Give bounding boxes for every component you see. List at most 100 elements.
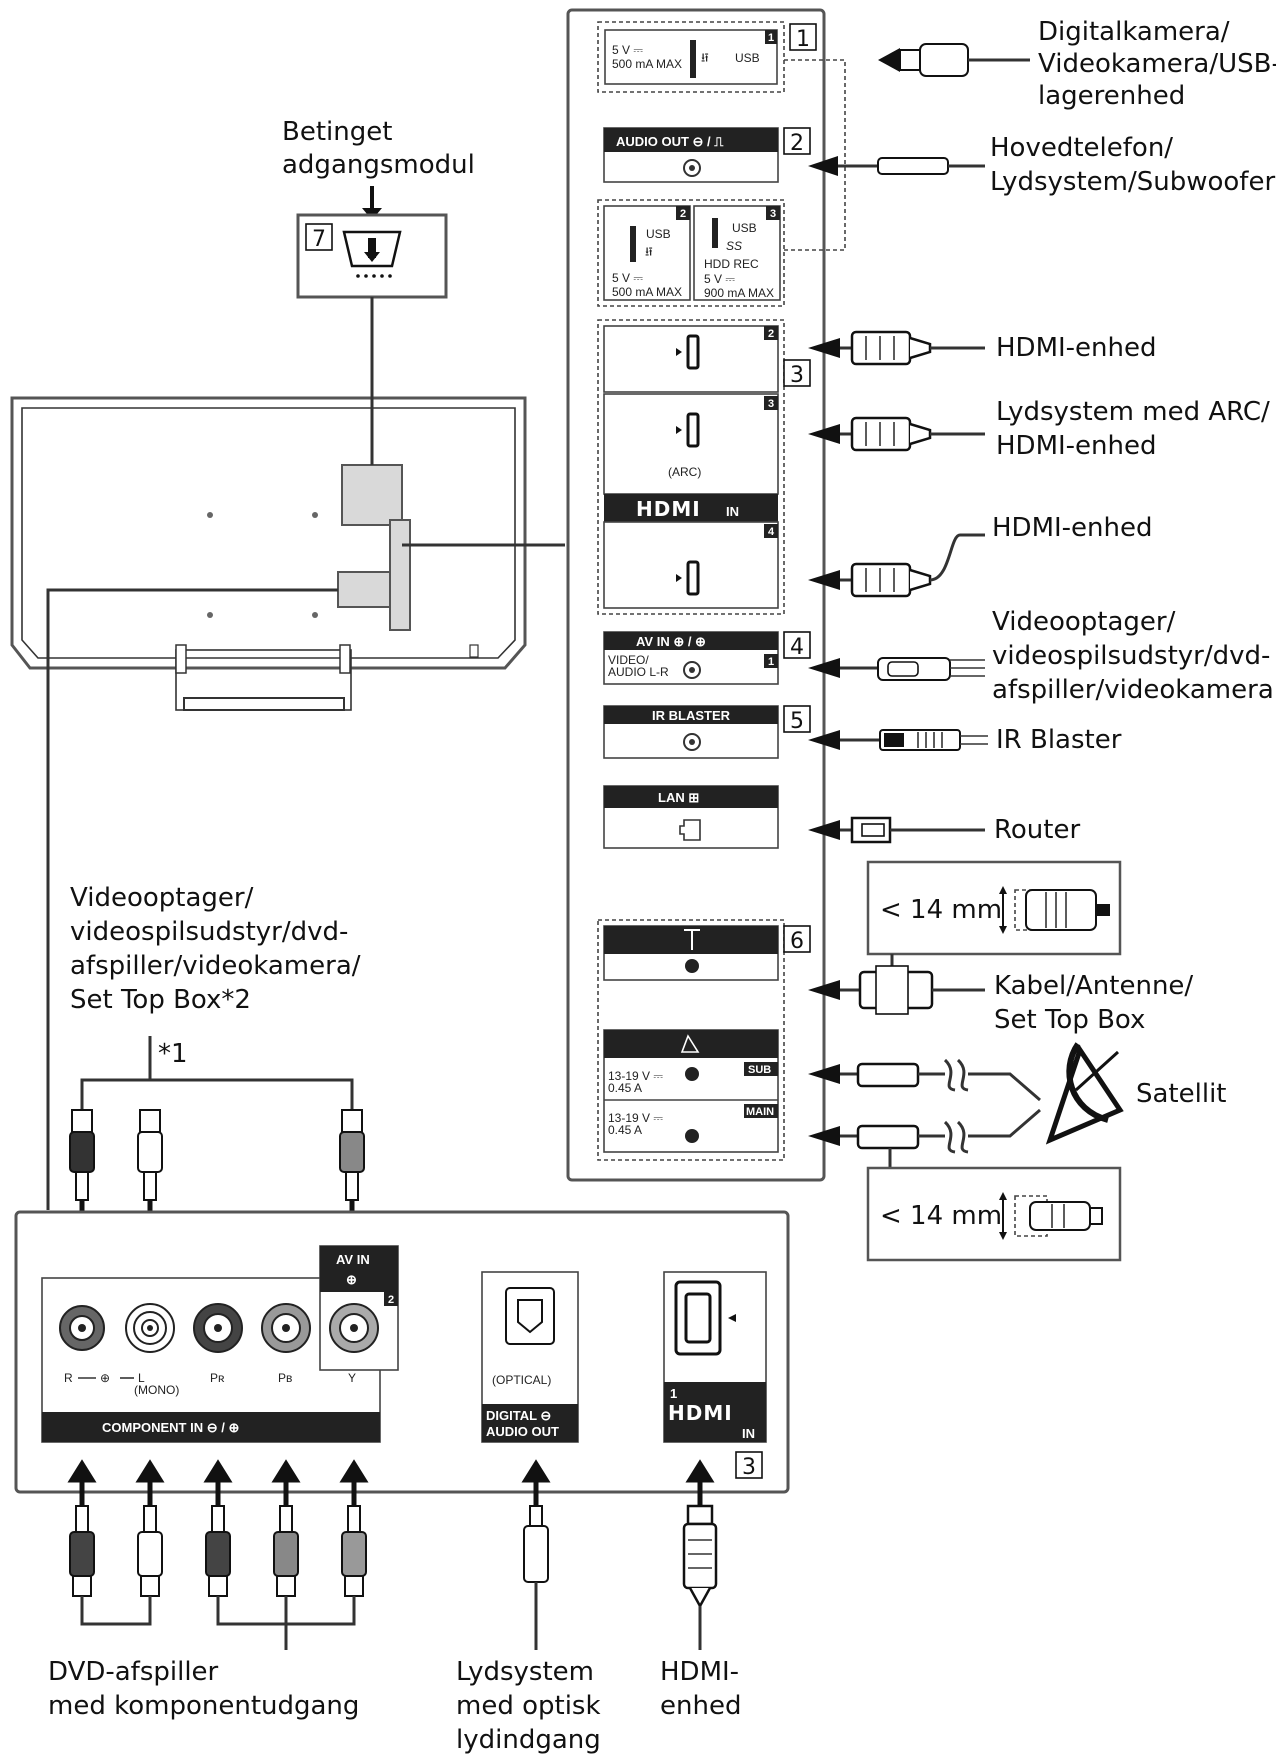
videooptager-right-label-3: afspiller/videokamera bbox=[992, 675, 1274, 705]
lan-port: LAN ⊞ bbox=[603, 785, 779, 849]
svg-text:(MONO): (MONO) bbox=[134, 1383, 179, 1397]
satellite-dish-icon bbox=[1045, 1042, 1124, 1145]
svg-text:4: 4 bbox=[768, 526, 775, 538]
hdmi-port-1: 1 HDMI IN bbox=[663, 1271, 767, 1443]
av-cable bbox=[808, 657, 985, 681]
betinget-label-2: adgangsmodul bbox=[282, 150, 475, 180]
ir-blaster-cable bbox=[808, 729, 988, 751]
lan-cable bbox=[808, 816, 985, 844]
svg-text:1: 1 bbox=[670, 1386, 677, 1401]
svg-text:1: 1 bbox=[768, 32, 774, 44]
callout-2: 2 bbox=[790, 131, 804, 156]
svg-text:IN: IN bbox=[742, 1426, 755, 1441]
hdmi-enhed-bottom-label-1: HDMI- bbox=[660, 1657, 739, 1687]
ci-module: Betinget adgangsmodul 7 bbox=[282, 117, 475, 465]
usb-icon: ⭿ bbox=[701, 51, 709, 65]
lydsystem-arc-label-2: HDMI-enhed bbox=[996, 431, 1157, 461]
hdmi-enhed-label-2: HDMI-enhed bbox=[996, 333, 1157, 363]
svg-text:SUB: SUB bbox=[748, 1064, 771, 1076]
audio-in-icon: ⊕ bbox=[100, 1371, 110, 1385]
hdmi-ports-side: 2 3 (ARC) HDMI IN 4 bbox=[597, 319, 785, 615]
svg-text:2: 2 bbox=[388, 1294, 394, 1306]
side-terminal-area bbox=[389, 519, 411, 631]
svg-text:HDMI: HDMI bbox=[668, 1401, 733, 1425]
callout-3b: 3 bbox=[742, 1455, 756, 1480]
hdmi-cable-3 bbox=[808, 416, 985, 452]
side-terminal-panel: 5 V ⎓ 500 mA MAX ⭿ USB 1 1 AUDIO OUT ⊖ /… bbox=[566, 8, 826, 1182]
svg-text:DIGITAL ⊖: DIGITAL ⊖ bbox=[486, 1408, 551, 1423]
svg-text:3: 3 bbox=[768, 398, 774, 410]
svg-text:COMPONENT IN ⊖ / ⊕: COMPONENT IN ⊖ / ⊕ bbox=[102, 1420, 239, 1435]
videooptager-left-label-1: Videooptager/ bbox=[70, 883, 254, 913]
svg-text:500 mA MAX: 500 mA MAX bbox=[612, 285, 682, 299]
bottom-terminal-panel: AV IN ⊕ 2 R ⊕ L (MONO) Pʀ Pʙ Y COMPONENT… bbox=[14, 1210, 790, 1494]
svg-text:5 V ⎓: 5 V ⎓ bbox=[704, 272, 735, 286]
svg-text:USB: USB bbox=[735, 51, 760, 65]
rca-jacks bbox=[59, 1303, 379, 1353]
hdmi-enhed-label-4: HDMI-enhed bbox=[992, 513, 1153, 543]
callout-7: 7 bbox=[312, 227, 326, 252]
dvd-afspiller-label-2: med komponentudgang bbox=[48, 1691, 359, 1721]
digitalkamera-label-2: Videokamera/USB- bbox=[1038, 49, 1276, 79]
videooptager-right-label-2: videospilsudstyr/dvd- bbox=[992, 641, 1270, 671]
hdmi-cable-4 bbox=[808, 533, 985, 598]
ir-blaster-port: IR BLASTER bbox=[603, 705, 779, 759]
hovedtelefon-label-2: Lydsystem/Subwoofer bbox=[990, 167, 1275, 197]
headphone-cable bbox=[808, 156, 985, 176]
ci-slot-area bbox=[341, 464, 403, 526]
svg-text:0.45 A: 0.45 A bbox=[608, 1123, 642, 1137]
svg-text:SS: SS bbox=[726, 239, 742, 253]
callout-4: 4 bbox=[790, 635, 804, 660]
svg-text:3: 3 bbox=[770, 208, 776, 220]
svg-text:900 mA MAX: 900 mA MAX bbox=[704, 286, 774, 300]
hdmi-cable-2 bbox=[808, 330, 985, 366]
svg-text:IR BLASTER: IR BLASTER bbox=[652, 708, 731, 723]
svg-text:0.45 A: 0.45 A bbox=[608, 1081, 642, 1095]
svg-text:IN: IN bbox=[726, 504, 739, 519]
svg-text:VIDEO/: VIDEO/ bbox=[608, 653, 649, 667]
svg-text:R: R bbox=[64, 1371, 73, 1385]
coax-size-detail-bottom: < 14 mm bbox=[866, 1166, 1122, 1262]
svg-text:5 V ⎓: 5 V ⎓ bbox=[612, 43, 643, 57]
digitalkamera-label-3: lagerenhed bbox=[1038, 81, 1185, 111]
callout-6: 6 bbox=[790, 929, 804, 954]
optical-cable bbox=[521, 1459, 551, 1650]
tv-rear-view bbox=[10, 396, 527, 711]
audio-out-port: AUDIO OUT ⊖ / ⎍ bbox=[603, 127, 779, 183]
lydsystem-optisk-label-3: lydindgang bbox=[456, 1725, 601, 1755]
svg-text:1: 1 bbox=[768, 656, 774, 668]
hdmi-cable-bottom bbox=[682, 1459, 718, 1650]
callout-1: 1 bbox=[796, 27, 810, 52]
dvd-afspiller-label-1: DVD-afspiller bbox=[48, 1657, 219, 1687]
svg-text:(OPTICAL): (OPTICAL) bbox=[492, 1373, 551, 1387]
antenna-satellite-ports: 13-19 V ⎓ 0.45 A SUB MAIN 13-19 V ⎓ 0.45… bbox=[597, 919, 785, 1161]
svg-text:Pʀ: Pʀ bbox=[210, 1371, 225, 1385]
mm-top-label: < 14 mm bbox=[880, 895, 1002, 925]
satellit-label: Satellit bbox=[1136, 1079, 1227, 1109]
optical-port: (OPTICAL) DIGITAL ⊖ AUDIO OUT bbox=[481, 1271, 579, 1443]
av-in-icon: ⊕ bbox=[346, 1272, 357, 1287]
svg-text:AUDIO OUT: AUDIO OUT bbox=[486, 1424, 559, 1439]
svg-text:5 V ⎓: 5 V ⎓ bbox=[612, 271, 643, 285]
videooptager-left-label-3: afspiller/videokamera/ bbox=[70, 951, 361, 981]
svg-text:LAN ⊞: LAN ⊞ bbox=[658, 790, 699, 805]
svg-text:AV IN: AV IN bbox=[336, 1252, 370, 1267]
callout-3: 3 bbox=[790, 363, 804, 388]
ir-blaster-label: IR Blaster bbox=[996, 725, 1122, 755]
svg-text:AUDIO L-R: AUDIO L-R bbox=[608, 665, 669, 679]
videooptager-left-label-4: Set Top Box*2 bbox=[70, 985, 251, 1015]
bottom-terminal-area bbox=[337, 571, 391, 608]
svg-text:MAIN: MAIN bbox=[746, 1106, 774, 1118]
betinget-label-1: Betinget bbox=[282, 117, 392, 147]
component-cables bbox=[67, 1459, 369, 1650]
satellite-cable-main bbox=[808, 1108, 1041, 1168]
svg-text:(ARC): (ARC) bbox=[668, 465, 701, 479]
note-1-label: *1 bbox=[158, 1039, 188, 1069]
usb2-icon: ⭿ bbox=[645, 245, 653, 259]
videooptager-right-label-1: Videooptager/ bbox=[992, 607, 1176, 637]
router-label: Router bbox=[994, 815, 1080, 845]
svg-text:HDD REC: HDD REC bbox=[704, 257, 759, 271]
svg-text:AV IN ⊕ / ⊕: AV IN ⊕ / ⊕ bbox=[636, 634, 706, 649]
usb-cable bbox=[784, 43, 1030, 251]
svg-text:2: 2 bbox=[768, 328, 774, 340]
